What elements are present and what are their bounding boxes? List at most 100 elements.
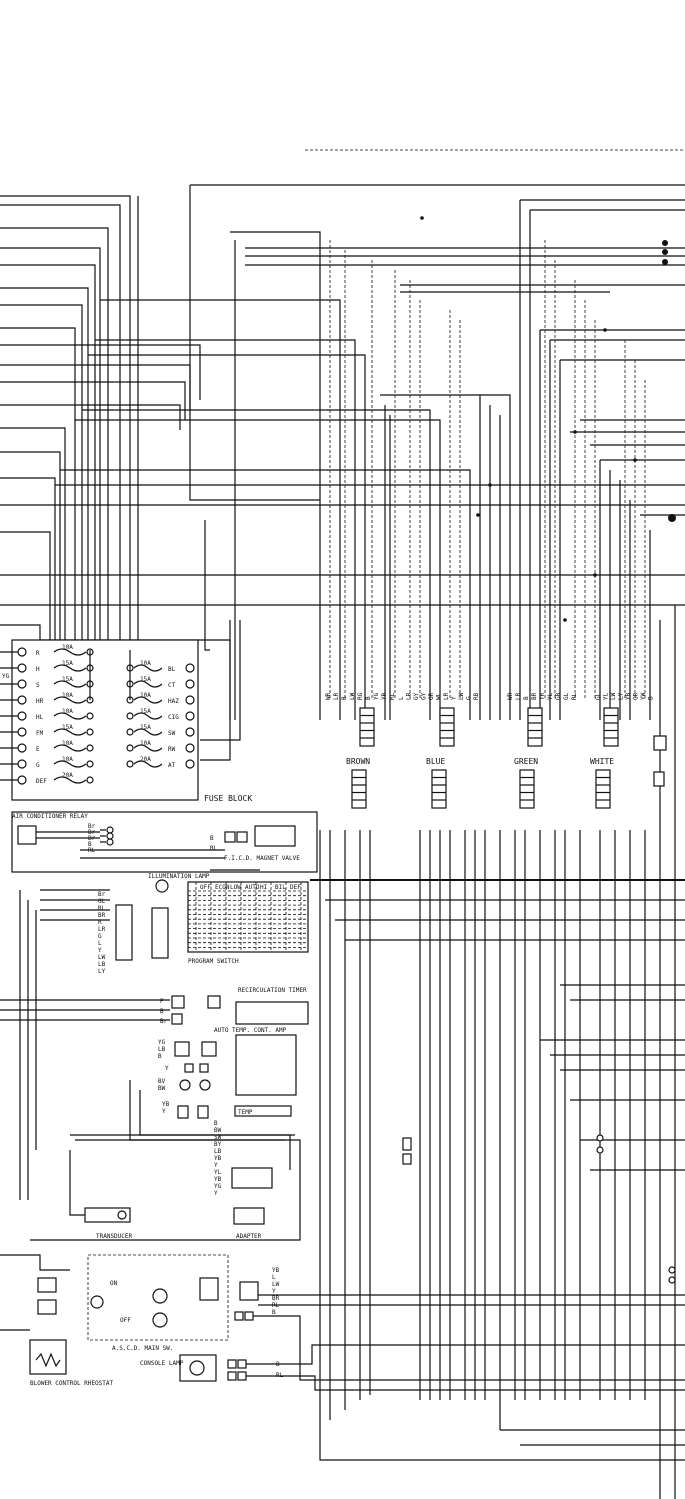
fuse-terminal: [126, 760, 134, 768]
connector-wire-label: RL: [389, 692, 396, 700]
connector-wire-label: YW: [640, 692, 647, 700]
illum-wire-label: RL: [98, 905, 106, 912]
fuse-terminal: [17, 647, 27, 657]
fuse-symbol: [53, 776, 87, 784]
connector-wire-label: BR: [531, 692, 538, 700]
recirc-wire-label: Br: [160, 1018, 168, 1025]
fuse-pin-label: HR: [36, 698, 44, 705]
fuse-symbol: [53, 648, 87, 656]
fuse-rating-label: 10A: [62, 740, 73, 747]
connector-wire-label: GL: [595, 692, 602, 700]
amp-wire-label: B: [214, 1120, 218, 1127]
fuse-terminal: [17, 759, 27, 769]
connector-wire-label: GY: [421, 692, 428, 700]
ficd-b: B: [210, 835, 214, 842]
fuse-rating-label: 10A: [62, 692, 73, 699]
adapter: [233, 1207, 265, 1225]
connector-wire-label: GR: [633, 692, 640, 700]
connector-wire-label: YR: [539, 692, 546, 700]
fuse-rating-label: 20A: [140, 756, 151, 763]
amp-wire-label: BY: [214, 1141, 222, 1148]
fuse-terminal: [86, 760, 94, 768]
auto-temp-amp: [235, 1034, 297, 1096]
connector-label: BLUE: [426, 757, 445, 766]
connector-upper: [439, 707, 455, 747]
illum-wire-label: L: [98, 940, 102, 947]
connector-label: BROWN: [346, 757, 370, 766]
program-header-label: LOW: [230, 884, 241, 891]
connector-wire-label: LW: [349, 692, 356, 700]
connector-wire-label: GR: [428, 692, 435, 700]
fuse-pin-label: R: [36, 650, 40, 657]
ascd-wire-label: YB: [272, 1267, 280, 1274]
amp-wire-label: BW: [214, 1127, 222, 1134]
amp-lb: LB: [158, 1046, 166, 1053]
connectors-lower: [351, 769, 665, 809]
amp-wire-label: YG: [214, 1183, 222, 1190]
illum-wire-label: G: [98, 933, 102, 940]
fuse-terminal: [185, 663, 195, 673]
amp-wire-label: LB: [214, 1148, 222, 1155]
connector-wire-label: G: [466, 696, 473, 700]
connector-small: [653, 771, 665, 787]
fuse-pin-label: SW: [168, 730, 176, 737]
ascd-wire-label: LW: [272, 1281, 280, 1288]
connector-wire-label: GY: [413, 692, 420, 700]
auto-amp-label: AUTO TEMP. CONT. AMP: [214, 1027, 287, 1034]
amp-yb: YB: [162, 1101, 170, 1108]
fuse-rating-label: 10A: [140, 660, 151, 667]
fuse-terminal: [86, 744, 94, 752]
illum-wire-label: GL: [98, 898, 106, 905]
connector-small: [653, 735, 667, 751]
connector-wire-label: YG: [373, 692, 380, 700]
connector-wire-label: LR: [333, 692, 340, 700]
connector-wire-label: B: [523, 696, 530, 700]
connector-wire-label: LR: [515, 692, 522, 700]
fuse-terminal: [17, 743, 27, 753]
connector-lower: [595, 769, 611, 809]
connector-wire-label: LR: [443, 692, 450, 700]
fuse-symbol: [53, 744, 87, 752]
illum-wire-label: R: [98, 919, 102, 926]
fuse-pin-label: BL: [168, 666, 176, 673]
fuse-symbol: [53, 680, 87, 688]
fuse-terminal: [185, 695, 195, 705]
fuse-terminal: [185, 679, 195, 689]
amp-y2: Y: [162, 1108, 166, 1115]
program-header-label: DEF: [290, 884, 301, 891]
connector-wire-label: RG: [357, 692, 364, 700]
connector-wire-label: GL: [563, 692, 570, 700]
connector-wire-label: B: [365, 696, 372, 700]
amp-wire-label: YB: [214, 1155, 222, 1162]
fuse-terminal: [17, 711, 27, 721]
fuse-terminal: [185, 743, 195, 753]
amp-bv: BV: [158, 1078, 166, 1085]
relay-wire-label: B: [88, 841, 92, 848]
fuse-pin-label: CT: [168, 682, 176, 689]
fuse-terminal: [185, 759, 195, 769]
illum-wire-label: Y: [98, 947, 102, 954]
fuse-rating-label: 10A: [140, 692, 151, 699]
connector-wire-label: LB: [406, 692, 413, 700]
fuse-pin-label: G: [36, 762, 40, 769]
amp-connector: [231, 1167, 273, 1189]
fuse-symbol: [133, 664, 163, 672]
fuse-terminal: [17, 727, 27, 737]
fuse-rating-label: 15A: [140, 708, 151, 715]
relay-wire-label: Br: [88, 823, 96, 830]
connector-lower: [519, 769, 535, 809]
fuse-block-label: FUSE BLOCK: [204, 794, 252, 803]
program-pin-block: [151, 907, 169, 959]
program-header-label: AUTO: [245, 884, 260, 891]
connector-lower: [351, 769, 367, 809]
recirc-label: RECIRCULATION TIMER: [238, 987, 307, 994]
temp-sensor: [234, 1105, 292, 1117]
connector-wire-label: RL: [571, 692, 578, 700]
fuse-symbol: [133, 760, 163, 768]
fuse-pin-label: S: [36, 682, 40, 689]
